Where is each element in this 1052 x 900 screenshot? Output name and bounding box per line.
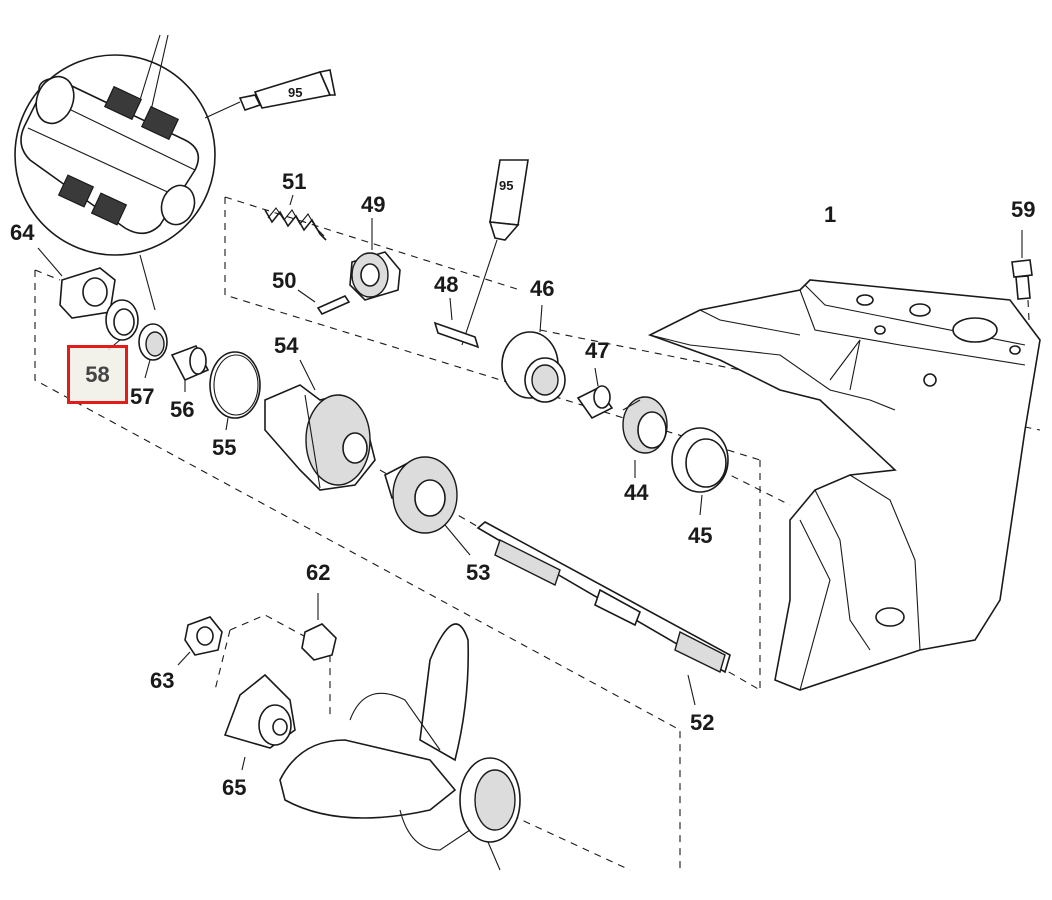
bearing-carrier-46 xyxy=(501,304,566,403)
propeller xyxy=(279,623,521,871)
label-54: 54 xyxy=(274,333,299,358)
label-45: 45 xyxy=(688,523,712,548)
detail-magnifier xyxy=(14,34,216,311)
sealant-tube-mid: 95 xyxy=(461,159,529,346)
washer-65 xyxy=(223,673,296,771)
bushing-47 xyxy=(576,367,614,420)
sealant-tube-top: 95 xyxy=(204,69,336,119)
label-51: 51 xyxy=(282,169,306,194)
label-59: 59 xyxy=(1011,197,1035,222)
label-64: 64 xyxy=(10,220,35,245)
nut-62 xyxy=(301,593,337,661)
nut-63 xyxy=(177,616,223,666)
bushing-56 xyxy=(170,344,210,392)
propshaft-52 xyxy=(476,521,731,706)
label-65: 65 xyxy=(222,775,246,800)
seal-57 xyxy=(138,323,168,379)
label-44: 44 xyxy=(624,480,649,505)
label-52: 52 xyxy=(690,710,714,735)
highlight-box-58[interactable] xyxy=(67,345,128,404)
label-62: 62 xyxy=(306,560,330,585)
o-ring-55 xyxy=(209,351,261,431)
label-56: 56 xyxy=(170,397,194,422)
label-46: 46 xyxy=(530,276,554,301)
tube-mid-label: 95 xyxy=(499,178,513,193)
race-45 xyxy=(671,427,729,516)
bolt-59 xyxy=(1011,230,1033,300)
gear-54 xyxy=(264,359,376,491)
part-number-labels: 1 44 45 46 47 48 49 50 51 52 53 54 55 56… xyxy=(10,169,1035,800)
gearcase-housing xyxy=(647,279,1041,691)
label-63: 63 xyxy=(150,668,174,693)
label-48: 48 xyxy=(434,272,458,297)
tube-top-label: 95 xyxy=(288,85,302,100)
bearing-44 xyxy=(622,396,668,478)
label-49: 49 xyxy=(361,192,385,217)
pin-48 xyxy=(433,297,480,349)
pin-50 xyxy=(297,289,351,316)
pinion-53 xyxy=(384,456,471,556)
label-55: 55 xyxy=(212,435,236,460)
label-50: 50 xyxy=(272,268,296,293)
spring-51 xyxy=(264,194,327,241)
seal-58 xyxy=(105,299,139,351)
label-53: 53 xyxy=(466,560,490,585)
label-47: 47 xyxy=(585,338,609,363)
clutch-49 xyxy=(349,218,401,301)
label-57: 57 xyxy=(130,384,154,409)
label-58[interactable]: 58 xyxy=(85,361,110,387)
part-64 xyxy=(37,247,116,319)
label-1: 1 xyxy=(824,202,836,227)
